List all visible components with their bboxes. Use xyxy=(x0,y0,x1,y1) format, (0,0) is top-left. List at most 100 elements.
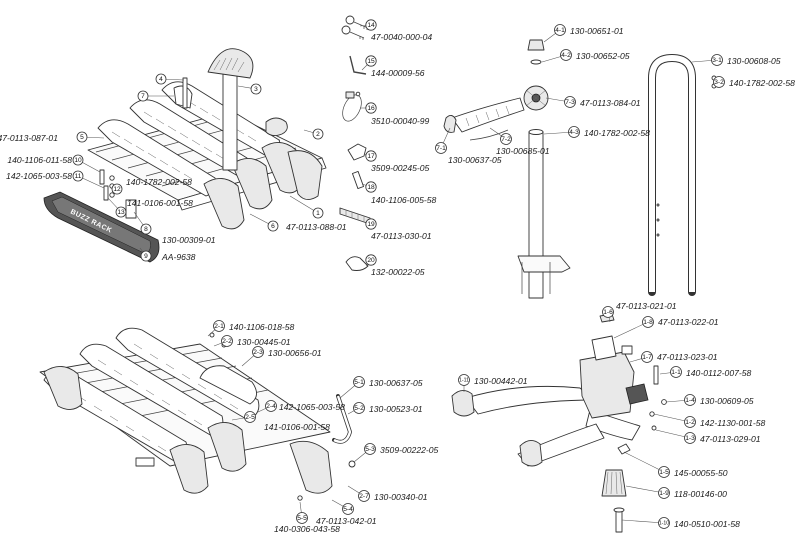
callout-number: 4-2 xyxy=(561,52,571,59)
part-number-label: 130-00685-01 xyxy=(496,146,550,156)
callout-number: 2-7 xyxy=(359,493,369,500)
part-number-label: 47-0113-021-01 xyxy=(616,301,677,311)
callout-balloon xyxy=(435,142,447,154)
part-number-label: 130-00442-01 xyxy=(474,376,528,386)
callout-number: 2-2 xyxy=(222,338,232,345)
part-number-label: 142-1130-001-58 xyxy=(700,418,766,428)
callout-balloon xyxy=(76,131,88,143)
callout-balloon xyxy=(641,351,653,363)
callout-number: 1 xyxy=(316,210,320,217)
leader-line xyxy=(613,321,649,339)
part-number-label: 140-1782-002-58 xyxy=(126,177,192,187)
callout-number: 5 xyxy=(80,134,84,141)
callout-number: 1-10 xyxy=(659,520,669,526)
part-number-label: 142-1065-003-58 xyxy=(6,171,72,181)
callout-balloon xyxy=(564,96,576,108)
callout-number: 13 xyxy=(117,209,125,216)
part-number-label: 47-0113-030-01 xyxy=(371,231,432,241)
callout-number: 5-2 xyxy=(354,405,364,412)
part-number-label: 47-0113-087-01 xyxy=(0,133,58,143)
part-number-label: 140-1106-011-58 xyxy=(7,155,72,165)
part-number-label: 142-1065-003-58 xyxy=(279,402,345,412)
part-number-label: 130-00651-01 xyxy=(570,26,624,36)
callout-balloon xyxy=(684,432,696,444)
callout-balloon xyxy=(312,128,324,140)
leader-line xyxy=(621,519,665,524)
callout-number: 7 xyxy=(141,93,145,100)
callout-1-6: 1-647-0113-021-01 xyxy=(602,301,677,323)
callout-balloon xyxy=(244,411,256,423)
wheel-trays xyxy=(97,81,281,197)
part-number-label: 47-0113-088-01 xyxy=(286,222,347,232)
callout-number: 7-1 xyxy=(436,145,446,152)
callout-balloon xyxy=(500,133,512,145)
callout-number: 2-3 xyxy=(253,349,263,356)
callout-number: 10 xyxy=(74,157,82,164)
main-rack-assembly: BUZZ RACK xyxy=(43,48,327,263)
callout-balloon xyxy=(221,335,233,347)
callout-balloon xyxy=(365,218,377,230)
callout-number: 7-3 xyxy=(565,99,575,106)
part-number-label: 130-00309-01 xyxy=(162,235,216,245)
frame-adapter-assembly xyxy=(451,313,667,533)
callout-balloon xyxy=(155,73,167,85)
callout-balloon xyxy=(670,366,682,378)
callout-balloon xyxy=(137,90,149,102)
part-number-label: 141-0106-001-58 xyxy=(127,198,193,208)
callout-number: 4-3 xyxy=(569,129,579,136)
callout-number: 1-3 xyxy=(685,435,695,442)
callout-balloon xyxy=(365,181,377,193)
part-number-label: 140-1782-002-58 xyxy=(729,78,795,88)
callout-4-2: 4-2 130-00652-05 xyxy=(541,49,630,63)
callout-balloon xyxy=(115,206,127,218)
callout-balloon xyxy=(568,126,580,138)
part-number-label: 130-00652-05 xyxy=(576,51,630,61)
callout-balloon xyxy=(658,466,670,478)
callout-balloon xyxy=(342,503,354,515)
callout-number: 2-1 xyxy=(214,323,224,330)
callout-number: 1-8 xyxy=(643,319,653,326)
callout-number: 5-5 xyxy=(297,515,307,522)
callout-balloon xyxy=(684,394,696,406)
callout-number: 12 xyxy=(113,186,121,193)
callout-balloon xyxy=(267,220,279,232)
part-number-label: 118-00146-00 xyxy=(674,489,727,499)
leader-line xyxy=(289,195,319,214)
part-number-label: 140-0510-001-58 xyxy=(674,519,740,529)
callout-number: 1-11 xyxy=(459,377,469,383)
callout-balloon xyxy=(213,320,225,332)
part-number-label: 47-0113-042-01 xyxy=(316,516,377,526)
callout-balloon xyxy=(353,402,365,414)
callout-number: 15 xyxy=(367,58,375,65)
callout-number: 1-1 xyxy=(671,369,681,376)
part-number-label: 47-0113-084-01 xyxy=(580,98,641,108)
callout-1-11: 1-11 130-00442-01 xyxy=(458,374,528,392)
callout-balloon xyxy=(250,83,262,95)
callout-number: 2-5 xyxy=(245,414,255,421)
callout-balloon xyxy=(365,102,377,114)
folded-rack-assembly xyxy=(39,327,356,501)
license-plate: BUZZ RACK xyxy=(43,191,160,263)
callout-balloon xyxy=(365,150,377,162)
part-number-label: 3510-00040-99 xyxy=(371,116,430,126)
callout-7-1: 7-1130-00637-05 xyxy=(435,127,502,165)
leader-line xyxy=(623,451,665,473)
part-number-label: 3509-00245-05 xyxy=(371,163,430,173)
callout-7: 7 xyxy=(137,90,174,102)
callout-number: 2 xyxy=(316,131,320,138)
part-number-label: 47-0113-022-01 xyxy=(658,317,719,327)
arm-assembly xyxy=(443,39,717,299)
